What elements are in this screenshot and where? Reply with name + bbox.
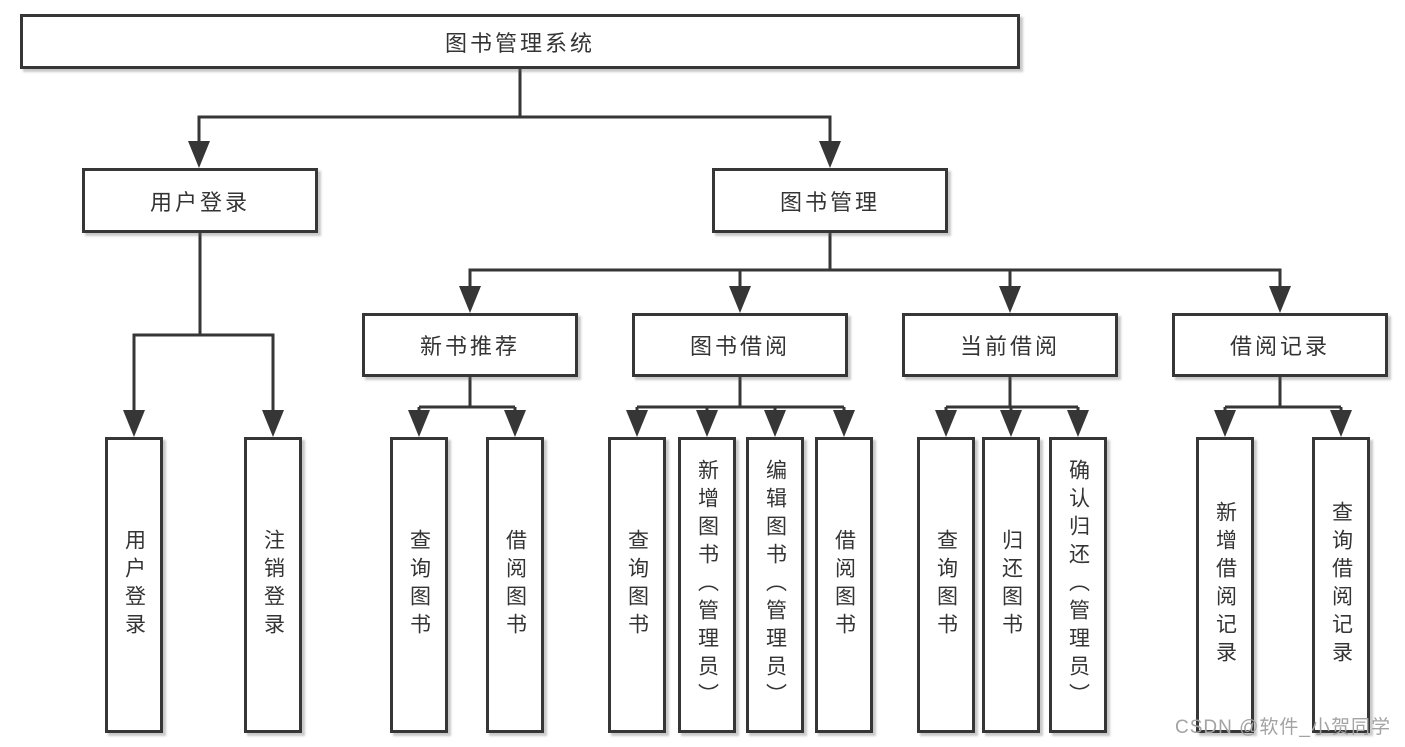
leaf-borrow-add-admin-label: 新增图书（管理员）	[695, 459, 719, 711]
leaf-current-query-label: 查询图书	[934, 529, 958, 641]
leaf-borrow-add-admin: 新增图书（管理员）	[678, 437, 736, 733]
node-book-management: 图书管理	[712, 168, 948, 233]
leaf-current-return: 归还图书	[982, 437, 1040, 733]
node-book-borrow: 图书借阅	[632, 313, 848, 377]
node-new-book-recommend-label: 新书推荐	[419, 334, 520, 359]
leaf-newbooks-query-label: 查询图书	[407, 529, 431, 641]
node-root: 图书管理系统	[20, 14, 1020, 69]
node-new-book-recommend: 新书推荐	[362, 313, 578, 377]
leaf-borrow-query: 查询图书	[608, 437, 666, 733]
leaf-current-query: 查询图书	[917, 437, 975, 733]
leaf-logout-label: 注销登录	[261, 529, 285, 641]
leaf-current-confirm-admin: 确认归还（管理员）	[1049, 437, 1107, 733]
leaf-user-login: 用户登录	[105, 437, 163, 733]
leaf-borrow-book: 借阅图书	[815, 437, 873, 733]
csdn-watermark: CSDN @软件_小贺同学	[1175, 717, 1391, 738]
leaf-newbooks-query: 查询图书	[390, 437, 448, 733]
node-book-management-label: 图书管理	[779, 189, 880, 215]
leaf-borrow-query-label: 查询图书	[625, 529, 649, 641]
leaf-borrow-book-label: 借阅图书	[832, 529, 856, 641]
leaf-current-confirm-admin-label: 确认归还（管理员）	[1066, 459, 1090, 711]
leaf-borrow-edit-admin-label: 编辑图书（管理员）	[763, 459, 787, 711]
arrowheads	[123, 141, 1352, 437]
node-current-borrow-label: 当前借阅	[959, 334, 1060, 359]
leaf-newbooks-borrow: 借阅图书	[486, 437, 544, 733]
leaf-records-query-label: 查询借阅记录	[1329, 501, 1353, 669]
node-root-label: 图书管理系统	[444, 30, 595, 56]
leaf-newbooks-borrow-label: 借阅图书	[503, 529, 527, 641]
node-user-login-label: 用户登录	[149, 189, 250, 215]
leaf-current-return-label: 归还图书	[999, 529, 1023, 641]
leaf-logout: 注销登录	[244, 437, 302, 733]
node-user-login: 用户登录	[82, 168, 318, 233]
leaf-user-login-label: 用户登录	[122, 529, 146, 641]
leaf-records-query: 查询借阅记录	[1312, 437, 1370, 733]
connector-lines	[132, 69, 1343, 413]
leaf-borrow-edit-admin: 编辑图书（管理员）	[746, 437, 804, 733]
leaf-records-add: 新增借阅记录	[1196, 437, 1254, 733]
node-borrow-records-label: 借阅记录	[1229, 334, 1330, 359]
node-current-borrow: 当前借阅	[902, 313, 1118, 377]
node-borrow-records: 借阅记录	[1172, 313, 1388, 377]
leaf-records-add-label: 新增借阅记录	[1213, 501, 1237, 669]
node-book-borrow-label: 图书借阅	[689, 334, 790, 359]
